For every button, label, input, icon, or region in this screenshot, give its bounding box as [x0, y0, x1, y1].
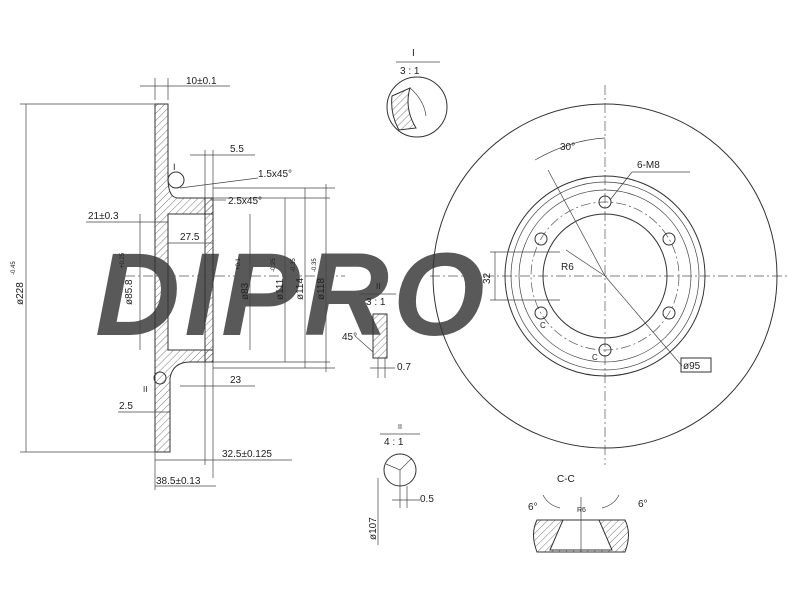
- bolt-hole: [662, 232, 676, 246]
- detail-view-i: I 3 : 1: [386, 48, 448, 138]
- front-section-marker: C: [540, 321, 546, 330]
- bolt-hole: [662, 306, 676, 320]
- dim-dia-83: ø83: [240, 282, 251, 300]
- dim-dia-85-8-tol: +0.25: [120, 252, 126, 268]
- dim-dia-83-tol: +0.1: [236, 257, 242, 270]
- detail-iii-depth: 0.5: [420, 494, 434, 505]
- watermark: DIPRO: [95, 229, 489, 361]
- dim-dia-118: ø118: [316, 278, 327, 300]
- dim-dia-114: ø114: [295, 278, 306, 300]
- dim-height-38-5: 38.5±0.13: [156, 476, 201, 487]
- detail-iii-label: II: [398, 424, 402, 431]
- detail-view-iii: II 4 : 1 0.5 ø107: [368, 424, 434, 545]
- front-thread: 6-M8: [637, 160, 660, 171]
- bolt-holes: [534, 195, 676, 357]
- dim-dia-114-tol: -0.35: [291, 258, 297, 272]
- dim-dia-228-tol: -0.45: [11, 261, 17, 275]
- detail-iii-scale: 4 : 1: [384, 437, 404, 448]
- bolt-hole: [598, 343, 612, 357]
- dim-hub-step: 5.5: [230, 144, 244, 155]
- section-angle-right: 6°: [638, 499, 648, 510]
- side-section-view: I II 10±0.1 5.5 1.5x45° 2.5x45° 21±0.3 2…: [11, 76, 345, 490]
- dim-dia-118-tol: -0.35: [312, 258, 318, 272]
- detail-iii-diameter: ø107: [368, 517, 379, 540]
- section-angle-left: 6°: [528, 502, 538, 513]
- front-view: 30° 6-M8 R6 32 ø95 C C: [430, 85, 790, 465]
- dim-chamfer-2: 2.5x45°: [228, 196, 262, 207]
- disc-bore-circle: [542, 213, 668, 339]
- detail-view-ii: II 3 : 1 45° 0.7: [342, 282, 411, 378]
- section-cc-label: C-C: [557, 474, 575, 485]
- front-angle-30: 30°: [560, 142, 575, 153]
- dim-height-32-5: 32.5±0.125: [222, 449, 272, 460]
- bolt-hole: [534, 306, 548, 320]
- detail-i-scale: 3 : 1: [400, 66, 420, 77]
- disc-hat-circle-outer: [504, 175, 706, 377]
- detail-marker-i: I: [173, 162, 176, 172]
- detail-circle-ii: [153, 371, 167, 385]
- section-radius: R6: [577, 507, 586, 514]
- dim-dia-85-8: ø85.8: [124, 279, 135, 305]
- section-cc-view: C-C 6° 6° R6: [528, 474, 648, 553]
- front-section-marker: C: [592, 353, 598, 362]
- dim-offset-27-5: 27.5: [180, 232, 200, 243]
- dim-dia-111: ø111: [275, 278, 286, 300]
- detail-circle-i: [167, 171, 185, 189]
- detail-ii-scale: 3 : 1: [366, 297, 386, 308]
- dim-width-23: 23: [230, 375, 242, 386]
- detail-i-label: I: [412, 48, 415, 59]
- dim-dia-228: ø228: [15, 282, 26, 305]
- detail-marker-ii: II: [143, 385, 147, 394]
- dim-dia-111-tol: -0.25: [271, 258, 277, 272]
- front-circle-95: ø95: [683, 361, 701, 372]
- detail-ii-angle: 45°: [342, 332, 357, 343]
- bolt-hole: [598, 195, 612, 209]
- front-radius: R6: [561, 262, 574, 273]
- disc-outer-circle: [432, 103, 778, 449]
- dim-thickness: 10±0.1: [186, 76, 217, 87]
- dim-offset-2-5: 2.5: [119, 401, 133, 412]
- detail-ii-depth: 0.7: [397, 362, 411, 373]
- front-width-32: 32: [482, 272, 493, 284]
- dim-offset-21: 21±0.3: [88, 211, 119, 222]
- bolt-hole: [534, 232, 548, 246]
- hub-face: [204, 197, 214, 363]
- dim-chamfer-1: 1.5x45°: [258, 169, 292, 180]
- detail-ii-label: II: [376, 282, 380, 291]
